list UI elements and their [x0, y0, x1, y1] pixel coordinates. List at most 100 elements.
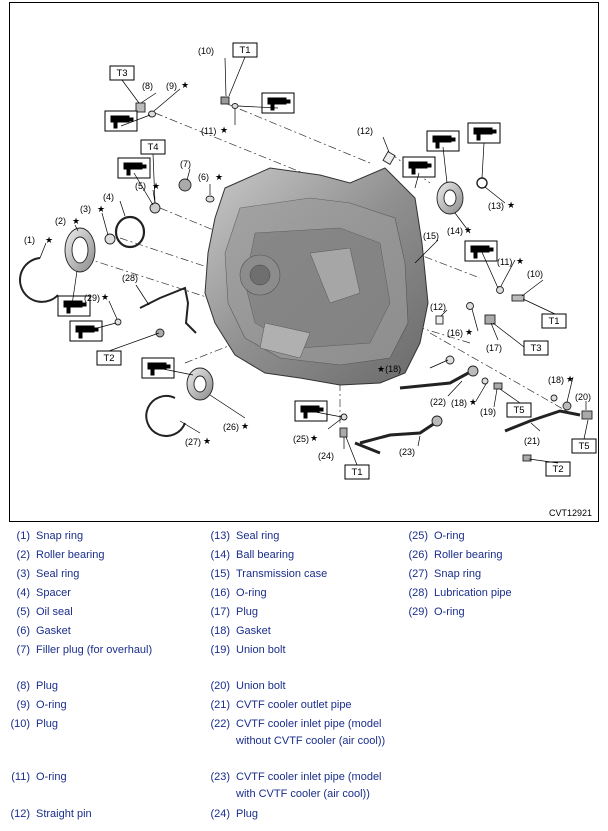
fluid-icon [467, 122, 501, 144]
legend-text: O-ring [434, 530, 465, 542]
torque-boxes: T1 T3 T4 T1 T3 T2 T5 T5 T2 T1 [96, 42, 597, 480]
callout: (15) [423, 231, 439, 241]
legend-text: Transmission case [236, 568, 328, 580]
legend-item: (10) Plug [0, 716, 192, 733]
legend-item: (12)Straight pin [0, 806, 192, 823]
callout: (8) [142, 81, 153, 91]
callout-star: ★ [220, 125, 228, 135]
callout: (10) [527, 269, 543, 279]
callout-star: ★ [152, 181, 160, 191]
callout-star: ★ [566, 374, 574, 384]
grease-icon [464, 240, 498, 262]
legend-item: (6) Gasket [0, 623, 192, 640]
callout-star: ★ [464, 225, 472, 235]
callout-star: ★ [465, 327, 473, 337]
callout-star: ★ [215, 172, 223, 182]
torque-label: T1 [351, 467, 362, 478]
legend-number: (12) [10, 808, 30, 820]
legend-text: Spacer [36, 587, 71, 599]
legend-text: Gasket [36, 625, 71, 637]
torque-label: T1 [548, 316, 559, 327]
callout: (20) [575, 392, 591, 402]
exploded-diagram: T1 T3 T4 T1 T3 T2 T5 T5 T2 T1 [9, 2, 599, 522]
legend-number: (24) [210, 808, 230, 820]
legend-number: (15) [210, 568, 230, 580]
legend-text: Seal ring [236, 530, 280, 542]
legend-item: (14)Ball bearing [200, 547, 392, 564]
legend-number: (11) [11, 771, 30, 783]
legend-item: (29) O-ring [398, 604, 590, 621]
grease-icon [261, 92, 295, 114]
callout-star: ★ [516, 256, 524, 266]
legend-number: (17) [210, 606, 230, 618]
callout: (23) [399, 447, 415, 457]
legend-number: (28) [408, 587, 428, 599]
legend-item: (13) Seal ring [200, 528, 392, 545]
parts-drawing [19, 96, 593, 462]
callout: (14) [447, 226, 463, 236]
legend-item: (24)Plug [200, 806, 392, 823]
callout: (26) [223, 422, 239, 432]
legend-text: CVTF cooler outlet pipe [236, 699, 352, 711]
legend-number: (29) [408, 606, 428, 618]
legend-number: (1) [16, 530, 30, 542]
legend-text: Snap ring [434, 568, 482, 580]
legend-item: (8)Plug [0, 678, 192, 695]
grease-icon [104, 110, 138, 132]
callout: (5) [135, 181, 146, 191]
legend-item: (15) Transmission case [200, 566, 392, 583]
torque-box [545, 461, 571, 477]
legend-number: (19) [210, 644, 230, 656]
callout-star: ★ [310, 433, 318, 443]
callout: (11) [201, 126, 216, 136]
torque-label: T2 [552, 464, 563, 475]
legend-text: CVTF cooler inlet pipe (model without CV… [236, 718, 386, 747]
callout: (13) [488, 201, 504, 211]
transmission-case-drawing [204, 167, 429, 386]
grease-icon [57, 295, 91, 317]
callout: (19) [480, 407, 496, 417]
torque-box [523, 340, 549, 356]
callout: (1) [24, 235, 35, 245]
legend-number: (6) [16, 625, 30, 637]
legend-item: (2)Roller bearing [0, 547, 192, 564]
legend-text: O-ring [236, 587, 267, 599]
legend-item: (26)Roller bearing [398, 547, 590, 564]
diagram-drawing: T1 T3 T4 T1 T3 T2 T5 T5 T2 T1 [19, 42, 597, 480]
torque-label: T2 [103, 353, 114, 364]
legend-number: (7) [16, 644, 30, 656]
callout: (12) [357, 126, 373, 136]
callout: (6) [198, 172, 209, 182]
legend-number: (8) [16, 680, 30, 692]
torque-label: T4 [147, 142, 158, 153]
torque-label: T1 [239, 45, 250, 56]
legend-text: O-ring [434, 606, 465, 618]
legend-number: (10) [10, 718, 30, 730]
legend-text: Union bolt [236, 644, 286, 656]
legend-item: (3)Seal ring [0, 566, 192, 583]
legend-text: Gasket [236, 625, 271, 637]
callout-star: ★ [45, 235, 53, 245]
callout-star: ★ [101, 292, 109, 302]
legend-item: (21) CVTF cooler outlet pipe [200, 697, 392, 714]
legend-text: Ball bearing [236, 549, 295, 561]
legend-text: Snap ring [36, 530, 84, 542]
callout: (12) [430, 302, 446, 312]
legend-text: O-ring [36, 771, 67, 783]
callout: (27) [185, 437, 201, 447]
legend-number: (13) [210, 530, 230, 542]
legend-number: (2) [16, 549, 30, 561]
legend-text: Plug [36, 718, 59, 730]
legend-text: Seal ring [36, 568, 80, 580]
legend-number: (25) [408, 530, 428, 542]
torque-label: T5 [578, 441, 589, 452]
callout: ★(18) [377, 364, 401, 374]
callout: (18) [451, 398, 467, 408]
legend-number: (9) [16, 699, 30, 711]
legend-number: (21) [210, 699, 230, 711]
grease-icon [117, 157, 151, 179]
legend-text: Roller bearing [434, 549, 503, 561]
lubricant-symbols [57, 92, 501, 422]
legend-number: (27) [408, 568, 428, 580]
legend-item: (4)Spacer [0, 585, 192, 602]
